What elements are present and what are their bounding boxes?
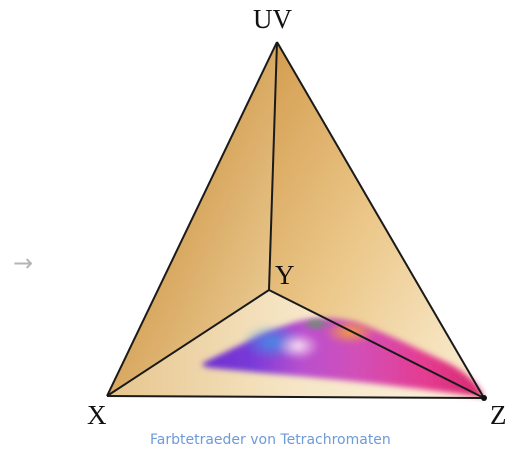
vertex-label-y: Y [275,262,295,289]
right-arrow-icon: → [13,251,33,275]
vertex-label-x: X [87,402,107,429]
vertex-label-z: Z [490,402,507,429]
figure-caption: Farbtetraeder von Tetrachromaten [150,433,450,447]
vertex-label-uv: UV [253,6,292,33]
vertex-z-point [481,395,487,401]
